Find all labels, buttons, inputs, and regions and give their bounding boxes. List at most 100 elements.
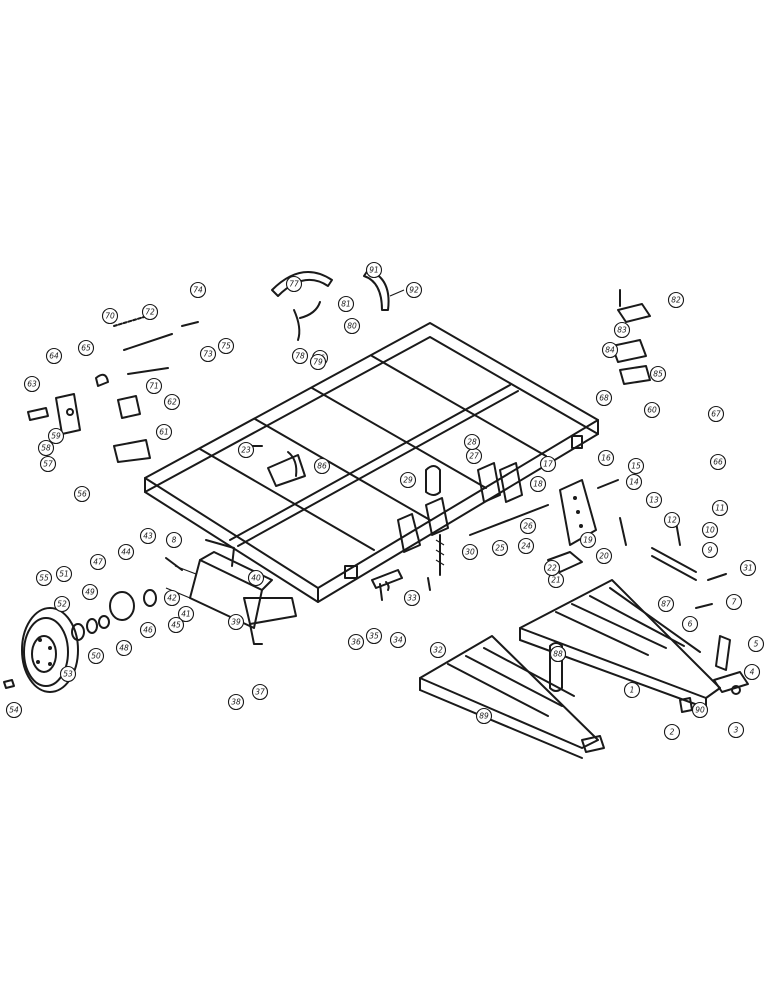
callout-83: 83 (613, 321, 631, 339)
callout-number: 63 (27, 380, 37, 389)
callout-82: 82 (667, 291, 685, 309)
callout-number: 42 (167, 594, 177, 603)
callout-circle (39, 455, 57, 473)
callout-number: 34 (393, 636, 403, 645)
callout-number: 21 (551, 576, 561, 585)
callout-circle (663, 723, 681, 741)
callout-number: 55 (39, 574, 49, 583)
callout-number: 27 (469, 452, 479, 461)
callout-circle (643, 401, 661, 419)
callout-number: 26 (523, 522, 533, 531)
callout-number: 83 (617, 326, 627, 335)
callout-45: 45 (167, 616, 185, 634)
callout-90: 90 (691, 701, 709, 719)
callout-number: 38 (231, 698, 241, 707)
rear-hitch-frame (419, 635, 605, 759)
callout-53: 53 (59, 665, 77, 683)
callout-65: 65 (77, 339, 95, 357)
callout-78: 78 (291, 347, 309, 365)
callout-circle (657, 595, 675, 613)
right-plate-assembly (611, 289, 651, 385)
callout-circle (291, 347, 309, 365)
callout-number: 33 (407, 594, 417, 603)
callout-40: 40 (247, 569, 265, 587)
callout-circle (101, 307, 119, 325)
callout-number: 77 (289, 280, 299, 289)
callout-circle (45, 347, 63, 365)
callout-number: 56 (77, 490, 87, 499)
callout-number: 9 (708, 546, 713, 555)
callout-23: 23 (237, 441, 255, 459)
callout-number: 66 (713, 458, 723, 467)
callout-circle (627, 457, 645, 475)
shank-mounts (397, 462, 523, 576)
callout-circle (237, 441, 255, 459)
callout-number: 41 (181, 610, 191, 619)
callout-circle (691, 701, 709, 719)
callout-41: 41 (177, 605, 195, 623)
callout-number: 17 (543, 460, 553, 469)
callout-number: 75 (221, 342, 231, 351)
callout-circle (403, 589, 421, 607)
callout-circle (549, 645, 567, 663)
callout-13: 13 (645, 491, 663, 509)
callout-number: 85 (653, 370, 663, 379)
callout-56: 56 (73, 485, 91, 503)
callout-circle (597, 449, 615, 467)
callout-number: 81 (341, 300, 351, 309)
callout-75: 75 (217, 337, 235, 355)
callout-circle (649, 365, 667, 383)
callout-number: 57 (43, 460, 53, 469)
callout-number: 59 (51, 432, 61, 441)
callout-91: 91 (365, 261, 383, 279)
callout-49: 49 (81, 583, 99, 601)
callout-circle (701, 521, 719, 539)
callout-number: 15 (631, 462, 641, 471)
callout-5: 5 (747, 635, 765, 653)
callout-number: 12 (667, 516, 677, 525)
callout-circle (199, 345, 217, 363)
callout-33: 33 (403, 589, 421, 607)
callout-88: 88 (549, 645, 567, 663)
callout-circle (645, 491, 663, 509)
callout-circle (53, 595, 71, 613)
callout-number: 2 (670, 728, 675, 737)
callout-59: 59 (47, 427, 65, 445)
callout-92: 92 (405, 281, 423, 299)
callout-number: 91 (369, 266, 379, 275)
callout-number: 74 (193, 286, 203, 295)
callout-19: 19 (579, 531, 597, 549)
callout-circle (165, 531, 183, 549)
callout-number: 92 (409, 286, 419, 295)
callout-number: 71 (149, 382, 159, 391)
callout-42: 42 (163, 589, 181, 607)
callout-number: 32 (433, 646, 443, 655)
callout-circle (35, 569, 53, 587)
callout-circle (87, 647, 105, 665)
callout-number: 39 (231, 618, 241, 627)
callout-number: 65 (81, 344, 91, 353)
callout-circle (365, 627, 383, 645)
callout-7: 7 (725, 593, 743, 611)
callout-number: 62 (167, 398, 177, 407)
callout-number: 35 (369, 632, 379, 641)
callout-71: 71 (145, 377, 163, 395)
callout-circle (37, 439, 55, 457)
callout-46: 46 (139, 621, 157, 639)
callout-circle (167, 616, 185, 634)
callout-number: 49 (85, 588, 95, 597)
callout-number: 54 (9, 706, 19, 715)
callout-73: 73 (199, 345, 217, 363)
pins-and-bolts (165, 445, 431, 601)
callout-66: 66 (709, 453, 727, 471)
pivot-plate-assembly (469, 479, 597, 573)
callout-52: 52 (53, 595, 71, 613)
callout-number: 88 (553, 650, 563, 659)
callout-87: 87 (657, 595, 675, 613)
callout-9: 9 (701, 541, 719, 559)
callout-circle (285, 275, 303, 293)
callout-circle (595, 389, 613, 407)
callout-85: 85 (649, 365, 667, 383)
callout-number: 8 (172, 536, 177, 545)
callout-circle (347, 633, 365, 651)
